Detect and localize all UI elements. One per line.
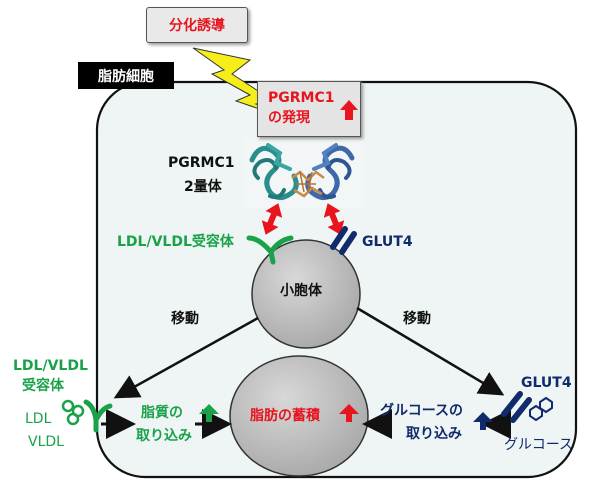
glucose-up-arrow-icon xyxy=(473,412,493,430)
membrane-glut4-label: GLUT4 xyxy=(521,375,572,391)
move-arrow-left xyxy=(113,316,259,399)
differentiation-induction-label: 分化誘導 xyxy=(169,18,225,34)
move-right-label: 移動 xyxy=(403,311,431,327)
fat-accumulation-label: 脂肪の蓄積 xyxy=(250,408,320,424)
move-left-label: 移動 xyxy=(171,311,199,327)
lipid-uptake-line2: 取り込み xyxy=(136,428,192,444)
pgrmc1-expression-line1: PGRMC1 xyxy=(268,90,335,106)
vldl-label: VLDL xyxy=(28,434,64,450)
pgrmc1-expression-line2: の発現 xyxy=(268,110,310,126)
lipid-up-arrow-icon xyxy=(199,404,219,422)
vesicle-receptor-label: LDL/VLDL受容体 xyxy=(117,234,234,250)
differentiation-induction-box: 分化誘導 xyxy=(146,7,248,43)
glucose-label: グルコース xyxy=(504,437,574,453)
fat-up-arrow-icon xyxy=(339,404,359,422)
pgrmc1-dimer-line1: PGRMC1 xyxy=(168,155,235,171)
vesicle-ldl-receptor-icon xyxy=(246,235,294,265)
ldl-vldl-particles-icon xyxy=(61,399,85,426)
membrane-ldl-receptor-icon xyxy=(83,399,113,433)
adipocyte-label: 脂肪細胞 xyxy=(98,68,154,85)
lipid-uptake-line1: 脂質の xyxy=(141,405,183,421)
pgrmc1-expression-box: PGRMC1 の発現 xyxy=(257,81,361,137)
glucose-uptake-line1: グルコースの xyxy=(380,403,464,419)
glucose-uptake-line2: 取り込み xyxy=(406,426,462,442)
pgrmc1-dimer-line2: 2量体 xyxy=(184,179,222,195)
move-arrow-right xyxy=(356,306,505,396)
vesicle-label: 小胞体 xyxy=(280,283,322,299)
expression-up-arrow-icon xyxy=(340,100,358,120)
membrane-receptor-label-line2: 受容体 xyxy=(22,378,64,394)
vesicle-glut4-icon xyxy=(330,226,357,255)
ldl-label: LDL xyxy=(25,411,52,427)
membrane-glut4-icon xyxy=(501,391,532,423)
vesicle-glut4-label: GLUT4 xyxy=(362,234,413,250)
vesicle-sphere xyxy=(251,239,361,349)
adipocyte-label-box: 脂肪細胞 xyxy=(78,62,174,89)
glucose-molecule-icon xyxy=(529,396,553,422)
membrane-receptor-label-line1: LDL/VLDL xyxy=(13,358,88,374)
pgrmc1-dimer-illustration xyxy=(245,138,363,208)
interaction-arrows xyxy=(261,203,345,235)
